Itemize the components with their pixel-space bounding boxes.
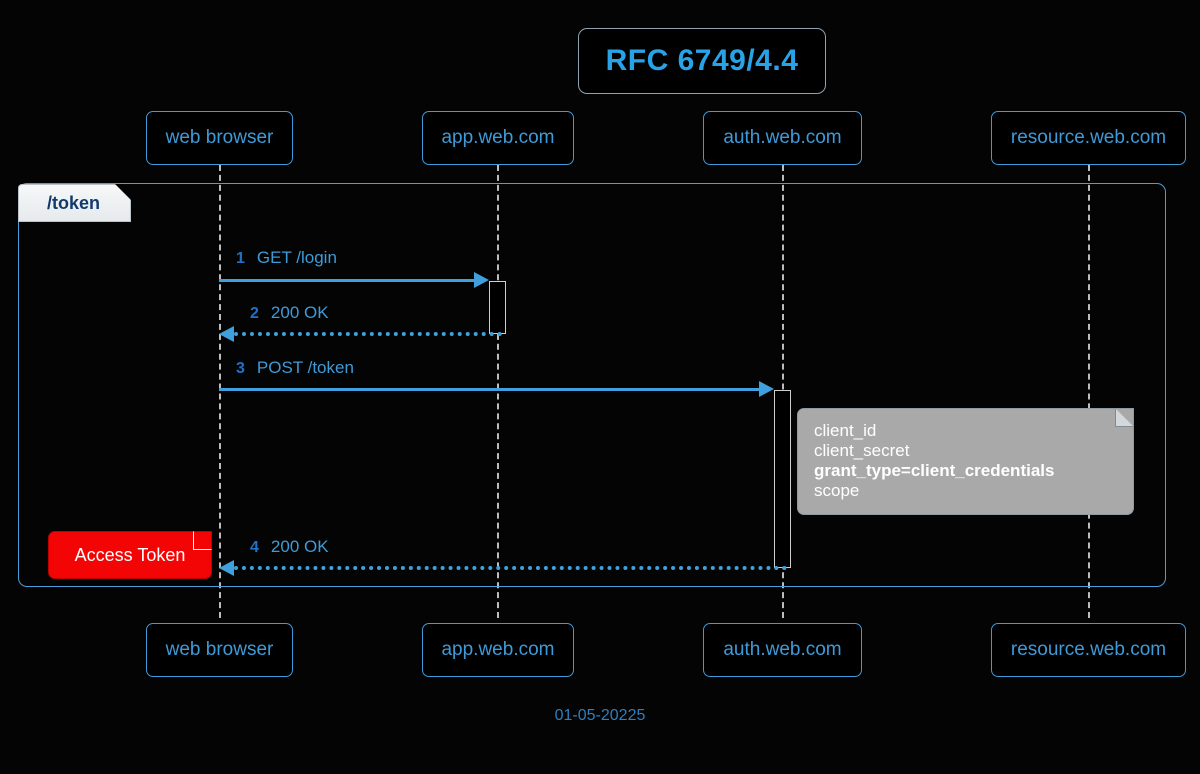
note-line: client_secret	[814, 441, 910, 460]
activation-bar-auth	[774, 390, 791, 568]
message-number: 4	[250, 539, 259, 556]
footer-date: 01-05-20225	[554, 707, 646, 724]
participant-label: web browser	[165, 127, 274, 148]
participant-label: auth.web.com	[723, 127, 842, 148]
message-arrowhead-1	[474, 272, 489, 288]
message-line-1	[219, 279, 475, 282]
participant-bottom-app-web-com[interactable]: app.web.com	[422, 623, 574, 677]
participant-top-app-web-com[interactable]: app.web.com	[422, 111, 574, 165]
message-number: 2	[250, 305, 259, 322]
participant-label: app.web.com	[441, 639, 555, 660]
participant-bottom-web-browser[interactable]: web browser	[146, 623, 293, 677]
note-line: client_id	[814, 421, 877, 440]
participant-top-web-browser[interactable]: web browser	[146, 111, 293, 165]
diagram-title: RFC 6749/4.4	[605, 44, 799, 77]
message-text: POST /token	[256, 358, 354, 377]
message-arrowhead-3	[759, 381, 774, 397]
participant-label: auth.web.com	[723, 639, 842, 660]
group-label-tab: /token	[18, 184, 131, 222]
participant-label: web browser	[165, 639, 274, 660]
participant-label: resource.web.com	[1010, 639, 1167, 660]
message-label-1: 1 GET /login	[236, 248, 337, 268]
lifeline-resource-web-com	[1088, 165, 1090, 618]
lifeline-web-browser	[219, 165, 221, 618]
note-fold-corner-icon	[1115, 408, 1134, 427]
note-line: grant_type=client_credentials	[814, 461, 1055, 480]
message-line-2	[234, 332, 502, 336]
participant-label: app.web.com	[441, 127, 555, 148]
group-frame-token	[18, 183, 1166, 587]
message-arrowhead-2	[219, 326, 234, 342]
participant-top-resource-web-com[interactable]: resource.web.com	[991, 111, 1186, 165]
participant-label: resource.web.com	[1010, 127, 1167, 148]
participant-bottom-resource-web-com[interactable]: resource.web.com	[991, 623, 1186, 677]
message-text: 200 OK	[270, 537, 329, 556]
activation-bar-app	[489, 281, 506, 334]
lifeline-app-web-com	[497, 165, 499, 618]
message-label-3: 3 POST /token	[236, 358, 354, 378]
message-label-4: 4 200 OK	[250, 537, 329, 557]
participant-top-auth-web-com[interactable]: auth.web.com	[703, 111, 862, 165]
message-arrowhead-4	[219, 560, 234, 576]
diagram-title-box: RFC 6749/4.4	[578, 28, 826, 94]
note-label: Access Token	[74, 544, 186, 565]
message-text: 200 OK	[270, 303, 329, 322]
note-token-params: client_id client_secret grant_type=clien…	[797, 408, 1134, 515]
participant-bottom-auth-web-com[interactable]: auth.web.com	[703, 623, 862, 677]
group-label: /token	[47, 192, 101, 213]
message-number: 1	[236, 250, 245, 267]
message-line-3	[219, 388, 760, 391]
message-line-4	[234, 566, 787, 570]
note-fold-corner-icon	[193, 531, 212, 550]
message-text: GET /login	[256, 248, 337, 267]
note-line: scope	[814, 481, 860, 500]
message-label-2: 2 200 OK	[250, 303, 329, 323]
message-number: 3	[236, 360, 245, 377]
note-access-token: Access Token	[48, 531, 212, 579]
